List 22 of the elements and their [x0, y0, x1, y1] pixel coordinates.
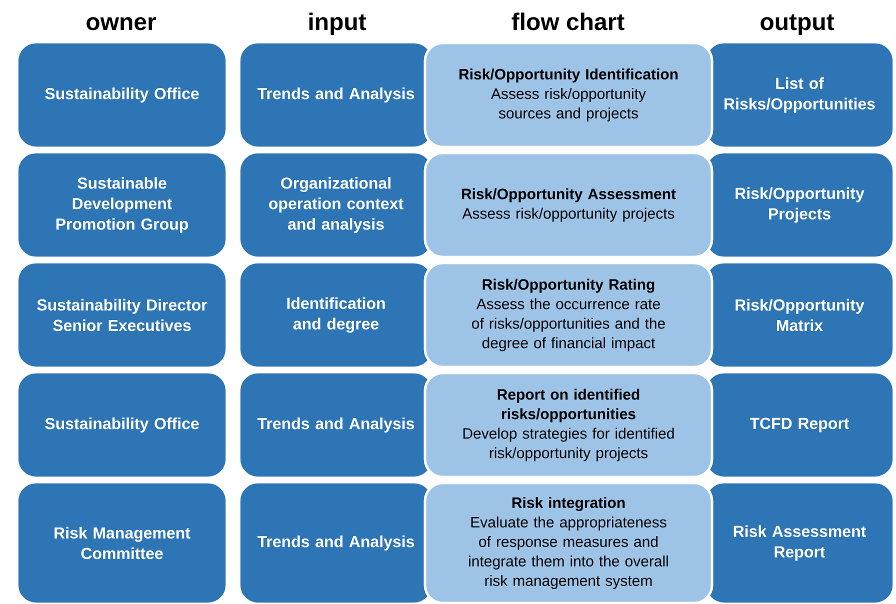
process-box: Trends and Analysis	[240, 42, 432, 148]
column-header: output	[760, 14, 834, 35]
process-box: Risk Assessment Report	[706, 482, 894, 604]
process-box: List of Risks/Opportunities	[706, 42, 894, 148]
process-box: Risk/Opportunity Rating Assess the occurrence rate of risks/opportunities and the degree of financial impact	[424, 262, 714, 368]
process-box: Risk/Opportunity Identification Assess risk/opportunity sources and projects	[424, 42, 714, 148]
process-box: Identification and degree	[240, 262, 432, 368]
process-box: Risk Management Committee	[18, 482, 226, 604]
process-box: Report on identified risks/opportunities Develop strategies for identified risk/opportunity projects	[424, 372, 714, 478]
process-box: Trends and Analysis	[240, 482, 432, 604]
process-box: Sustainability Office	[18, 42, 226, 148]
process-box: Sustainable Development Promotion Group	[18, 152, 226, 258]
process-box: Organizational operation context and analysis	[240, 152, 432, 258]
process-box: Sustainability Office	[18, 372, 226, 478]
process-box: Risk/Opportunity Projects	[706, 152, 894, 258]
process-box: Risk integration Evaluate the appropriateness of response measures and integrate them into the overall risk management system	[424, 482, 714, 604]
column-header: input	[309, 12, 366, 35]
process-box: TCFD Report	[706, 372, 894, 478]
process-box: Risk/Opportunity Matrix	[706, 262, 894, 368]
process-box: Risk/Opportunity Assessment Assess risk/opportunity projects	[424, 152, 714, 258]
process-box: Sustainability Director Senior Executives	[18, 262, 226, 368]
process-box: Trends and Analysis	[240, 372, 432, 478]
